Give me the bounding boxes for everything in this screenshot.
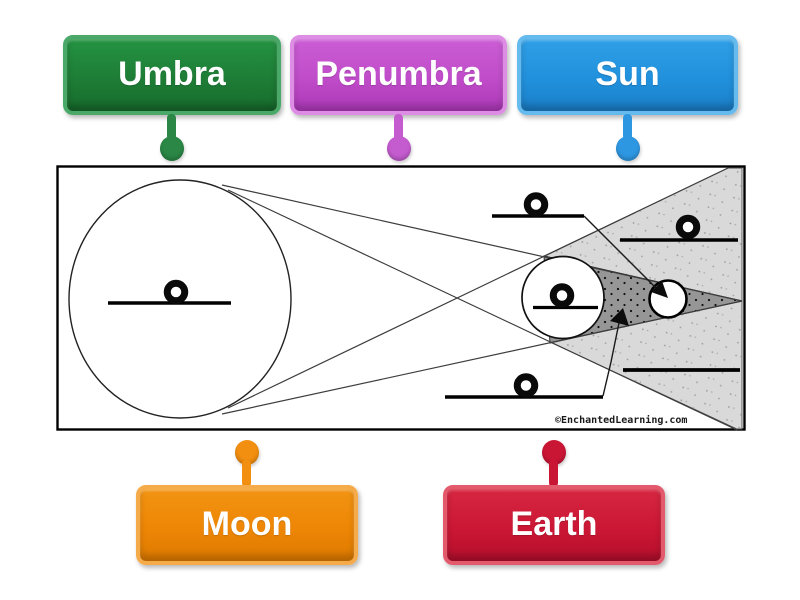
label-chip-moon[interactable]: Moon <box>136 485 358 565</box>
tangent-line-outer-top <box>221 184 743 302</box>
penumbra-upper-dots <box>544 168 742 301</box>
arrowhead-umbra-icon <box>610 308 629 326</box>
credit-text: ©EnchantedLearning.com <box>555 414 687 426</box>
earth-circle <box>648 279 688 319</box>
label-chip-moon-text: Moon <box>201 505 293 543</box>
label-chip-penumbra[interactable]: Penumbra <box>290 35 507 115</box>
label-chip-umbra[interactable]: Umbra <box>63 35 281 115</box>
label-chip-penumbra-text: Penumbra <box>315 55 482 93</box>
label-chip-earth-text: Earth <box>510 505 598 543</box>
answer-target-in-sun[interactable] <box>163 279 189 305</box>
answer-target-in-moon[interactable] <box>549 283 575 308</box>
label-chip-penumbra-pin-ball <box>387 136 411 161</box>
leader-line-to-earth <box>583 215 657 289</box>
label-chip-earth[interactable]: Earth <box>443 485 665 565</box>
eclipse-diagram: ©EnchantedLearning.com <box>56 165 746 431</box>
tangent-line-outer-bottom <box>221 300 743 415</box>
answer-target-top-middle[interactable] <box>523 192 549 217</box>
label-chip-umbra-pin-ball <box>160 136 184 161</box>
label-chip-sun-pin-stem <box>623 114 632 140</box>
label-chip-sun-pin-ball <box>616 136 640 161</box>
tangent-line-inner-bottom <box>227 167 729 409</box>
answer-target-top-right[interactable] <box>675 214 701 240</box>
label-chip-umbra-pin-stem <box>167 114 176 140</box>
leader-line-to-umbra <box>602 317 621 397</box>
label-chip-sun-text: Sun <box>595 55 660 93</box>
answer-target-bottom-middle[interactable] <box>513 373 539 398</box>
tangent-line-inner-top <box>227 189 738 431</box>
label-chip-umbra-text: Umbra <box>118 55 226 93</box>
label-chip-earth-pin-stem <box>549 460 558 487</box>
label-chip-penumbra-pin-stem <box>394 114 403 140</box>
label-chip-moon-pin-stem <box>242 460 251 487</box>
arrowhead-earth-icon <box>651 281 668 298</box>
label-chip-sun[interactable]: Sun <box>517 35 738 115</box>
